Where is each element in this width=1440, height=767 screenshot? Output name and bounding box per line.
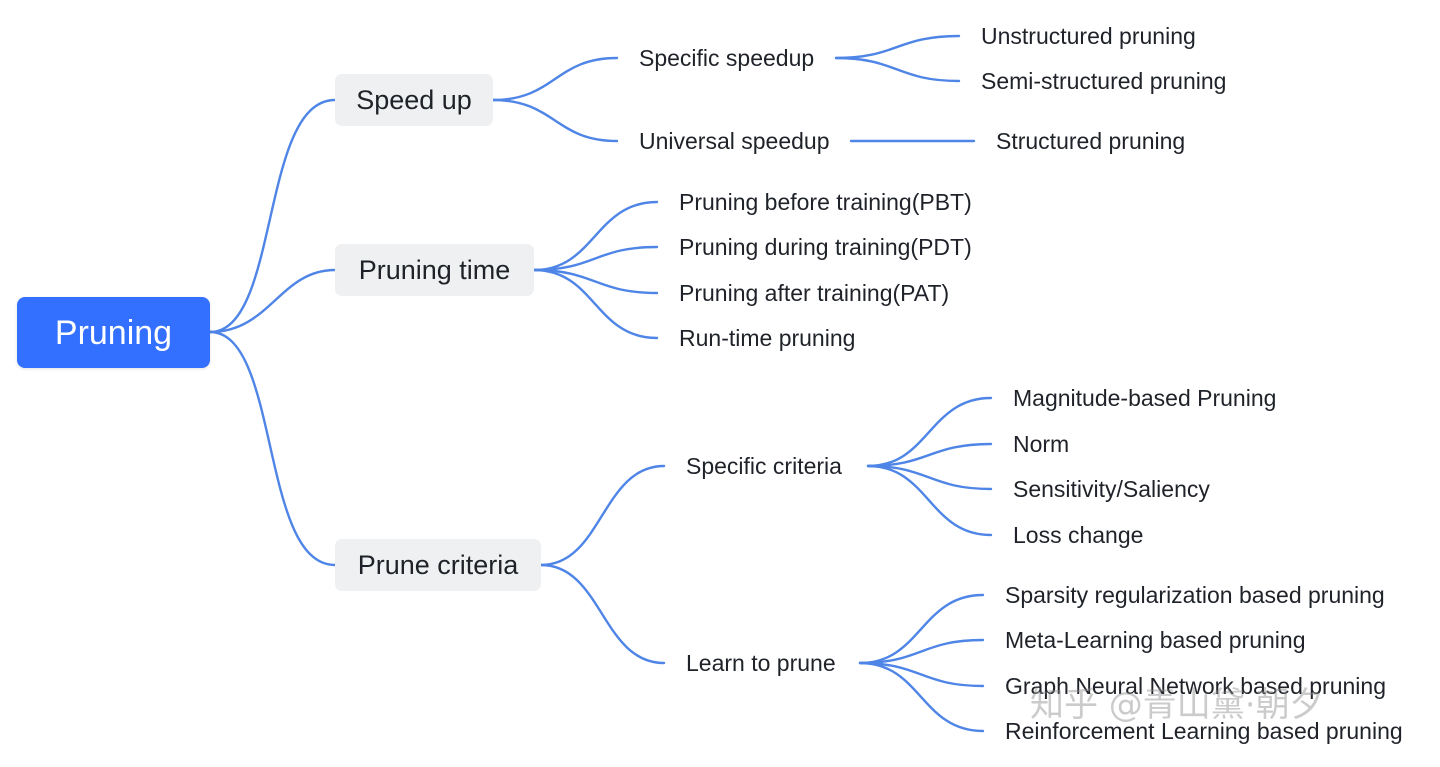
connector-learn-rl (858, 661, 985, 733)
connector-criteria-learn (539, 563, 666, 665)
node-specific-speedup[interactable]: Specific speedup (639, 44, 815, 71)
connector-criteria-specific (539, 464, 666, 567)
connector-specific-magnitude (866, 396, 993, 468)
connector-time-pat (532, 268, 659, 295)
leaf-pruning-during-training[interactable]: Pruning during training(PDT) (679, 233, 972, 260)
watermark-text: 知乎 @青山黛·朝夕 (1030, 685, 1324, 725)
connector-learn-sparsity (858, 593, 985, 665)
leaf-graph-neural-network[interactable]: Graph Neural Network based pruning (1005, 672, 1386, 699)
leaf-structured-pruning[interactable]: Structured pruning (996, 127, 1186, 154)
branch-prune-criteria[interactable]: Prune criteria (335, 539, 541, 591)
branch-speed-up[interactable]: Speed up (335, 74, 493, 126)
connector-specific-sensitivity (866, 464, 993, 491)
leaf-unstructured-pruning[interactable]: Unstructured pruning (981, 22, 1196, 49)
connector-specific-norm (866, 442, 993, 468)
connector-specific-semi-structured (834, 56, 961, 83)
leaf-sparsity-regularization[interactable]: Sparsity regularization based pruning (1005, 581, 1385, 608)
leaf-semi-structured-pruning[interactable]: Semi-structured pruning (981, 67, 1227, 94)
connector-time-pdt (532, 245, 659, 272)
leaf-run-time-pruning[interactable]: Run-time pruning (679, 324, 856, 351)
branch-pruning-time[interactable]: Pruning time (335, 244, 534, 296)
leaf-pruning-after-training[interactable]: Pruning after training(PAT) (679, 279, 950, 306)
connector-speed-up-universal (491, 98, 619, 143)
root-node-pruning[interactable]: Pruning (17, 297, 210, 368)
leaf-magnitude-based-pruning[interactable]: Magnitude-based Pruning (1013, 384, 1277, 411)
connector-root-pruning-time (208, 268, 337, 334)
connector-time-pbt (532, 200, 659, 272)
connector-specific-unstructured (834, 34, 961, 60)
node-universal-speedup[interactable]: Universal speedup (639, 127, 830, 154)
node-specific-criteria[interactable]: Specific criteria (686, 452, 842, 479)
leaf-reinforcement-learning[interactable]: Reinforcement Learning based pruning (1005, 717, 1403, 744)
node-learn-to-prune[interactable]: Learn to prune (686, 649, 836, 676)
leaf-meta-learning[interactable]: Meta-Learning based pruning (1005, 626, 1306, 653)
leaf-pruning-before-training[interactable]: Pruning before training(PBT) (679, 188, 972, 215)
leaf-sensitivity-saliency[interactable]: Sensitivity/Saliency (1013, 475, 1210, 502)
connector-root-prune-criteria (208, 330, 337, 567)
connector-speed-up-specific (491, 56, 619, 102)
leaf-norm[interactable]: Norm (1013, 430, 1070, 457)
connector-learn-meta (858, 638, 985, 665)
connector-specific-loss (866, 464, 993, 537)
connector-root-speed-up (208, 98, 337, 334)
connector-learn-gnn (858, 661, 985, 688)
connector-time-runtime (532, 268, 659, 340)
leaf-loss-change[interactable]: Loss change (1013, 521, 1144, 548)
